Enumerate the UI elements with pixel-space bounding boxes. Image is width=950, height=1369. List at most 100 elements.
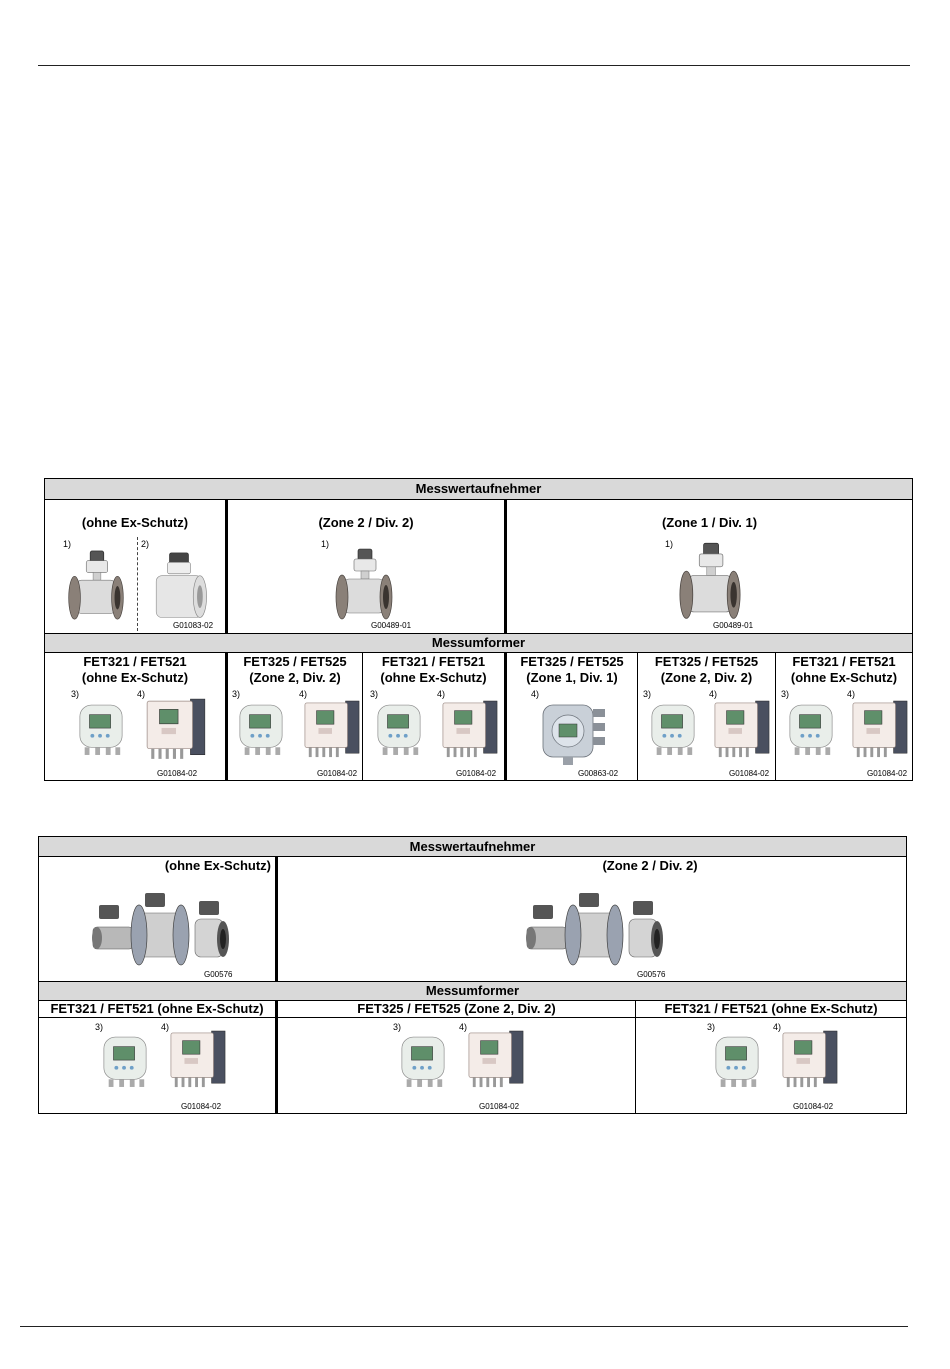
sensor-group-label: (Zone 1 / Div. 1): [661, 515, 758, 530]
divider: [504, 653, 507, 781]
round-transmitter-image: [237, 701, 285, 759]
divider: [275, 857, 278, 981]
wall-transmitter-image: [781, 1027, 839, 1093]
sanitary-sensor-group-image: [521, 891, 671, 971]
flanged-sensor-image: [331, 547, 397, 627]
round-transmitter-image: [101, 1033, 149, 1091]
image-code: G00489-01: [371, 621, 412, 630]
sanitary-sensor-group-image: [87, 891, 237, 971]
note-label: 3): [370, 689, 379, 699]
divider: [775, 653, 776, 781]
image-code: G00489-01: [713, 621, 754, 630]
image-code: G01083-02: [173, 621, 214, 630]
sensor-header: Messwertaufnehmer: [39, 837, 906, 857]
explosion-proof-transmitter-image: [539, 697, 609, 767]
note-label: 3): [393, 1022, 402, 1032]
round-transmitter-image: [649, 701, 697, 759]
image-code: G01084-02: [456, 769, 497, 778]
note-label: 4): [847, 689, 856, 699]
note-label: 1): [321, 539, 330, 549]
transmitter-label: FET321 / FET521 (ohne Ex-Schutz): [50, 1001, 264, 1016]
transmitter-protection: (Zone 2, Div. 2): [660, 670, 753, 685]
round-transmitter-image: [787, 701, 835, 759]
transmitter-protection: (Zone 2, Div. 2): [249, 670, 341, 685]
divider: [275, 1001, 278, 1114]
sensor-group-label: (Zone 2 / Div. 2): [318, 515, 414, 530]
sensor-group-label: (ohne Ex-Schutz): [81, 515, 189, 530]
table-2: Messwertaufnehmer (ohne Ex-Schutz) G0057…: [38, 836, 907, 1114]
flanged-sensor-image: [65, 549, 127, 627]
sensor-group-label: (Zone 2 / Div. 2): [602, 858, 698, 873]
sensor-group-label: (ohne Ex-Schutz): [164, 858, 271, 873]
divider: [637, 653, 638, 781]
note-label: 4): [459, 1022, 468, 1032]
image-code: G01084-02: [157, 769, 198, 778]
image-code: G00576: [637, 970, 666, 979]
flanged-sensor-image: [677, 541, 743, 627]
transmitter-label: FET325 / FET525 (Zone 2, Div. 2): [638, 654, 775, 686]
wall-transmitter-image: [467, 1027, 525, 1093]
image-code: G01084-02: [867, 769, 908, 778]
image-code: G00576: [204, 970, 233, 979]
transmitter-protection: (ohne Ex-Schutz): [790, 670, 898, 685]
note-label: 3): [781, 689, 790, 699]
top-rule: [38, 65, 910, 66]
image-code: G01084-02: [317, 769, 358, 778]
transmitter-model: FET321 / FET521: [792, 654, 896, 669]
note-label: 3): [232, 689, 241, 699]
note-label: 1): [63, 539, 72, 549]
note-label: 3): [71, 689, 80, 699]
wall-transmitter-image: [441, 697, 499, 763]
wall-transmitter-image: [303, 697, 361, 763]
transmitter-protection: (ohne Ex-Schutz): [380, 670, 487, 685]
transmitter-model: FET325 / FET525: [654, 654, 759, 669]
image-code: G01084-02: [729, 769, 770, 778]
note-label: 3): [643, 689, 652, 699]
wafer-sensor-image: [145, 551, 213, 627]
divider: [362, 653, 363, 781]
bottom-rule: [20, 1326, 908, 1327]
transmitter-label: FET321 / FET521 (ohne Ex-Schutz): [45, 654, 225, 686]
transmitter-header: Messumformer: [39, 981, 906, 1001]
note-label: 4): [709, 689, 718, 699]
note-label: 4): [531, 689, 540, 699]
transmitter-label: FET321 / FET521 (ohne Ex-Schutz): [664, 1001, 878, 1016]
divider: [504, 500, 507, 633]
round-transmitter-image: [77, 701, 125, 759]
image-separator: [137, 537, 138, 631]
divider: [225, 653, 228, 781]
round-transmitter-image: [713, 1033, 761, 1091]
note-label: 4): [299, 689, 308, 699]
note-label: 3): [95, 1022, 104, 1032]
note-label: 1): [665, 539, 674, 549]
wall-transmitter-image: [169, 1027, 227, 1093]
transmitter-model: FET321 / FET521: [381, 654, 486, 669]
transmitter-label: FET325 / FET525 (Zone 2, Div. 2): [228, 654, 362, 686]
note-label: 4): [437, 689, 446, 699]
sensor-header: Messwertaufnehmer: [45, 479, 912, 500]
wall-transmitter-image: [851, 697, 909, 763]
image-code: G01084-02: [479, 1102, 520, 1111]
transmitter-protection: (ohne Ex-Schutz): [81, 670, 189, 685]
divider: [39, 1017, 906, 1018]
wall-transmitter-image: [713, 697, 771, 763]
note-label: 2): [141, 539, 150, 549]
transmitter-model: FET325 / FET525: [243, 654, 347, 669]
transmitter-protection: (Zone 1, Div. 1): [526, 670, 618, 685]
image-code: G01084-02: [793, 1102, 834, 1111]
round-transmitter-image: [399, 1033, 447, 1091]
wall-transmitter-image: [145, 697, 207, 763]
note-label: 4): [773, 1022, 782, 1032]
transmitter-label: FET325 / FET525 (Zone 1, Div. 1): [507, 654, 637, 686]
transmitter-model: FET321 / FET521: [83, 654, 187, 669]
transmitter-label: FET321 / FET521 (ohne Ex-Schutz): [776, 654, 912, 686]
round-transmitter-image: [375, 701, 423, 759]
transmitter-header: Messumformer: [45, 633, 912, 653]
image-code: G01084-02: [181, 1102, 222, 1111]
transmitter-label: FET325 / FET525 (Zone 2, Div. 2): [357, 1001, 556, 1016]
divider: [225, 500, 228, 633]
note-label: 3): [707, 1022, 716, 1032]
note-label: 4): [137, 689, 146, 699]
transmitter-label: FET321 / FET521 (ohne Ex-Schutz): [363, 654, 504, 686]
divider: [635, 1001, 636, 1114]
